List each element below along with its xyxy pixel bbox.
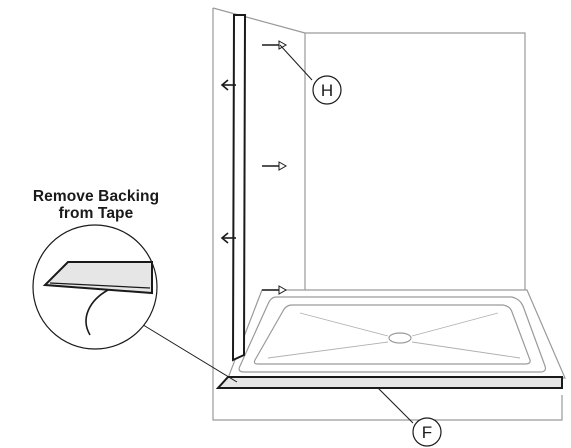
leader-line-callout — [134, 319, 238, 383]
back-wall — [304, 32, 526, 290]
arrow-left-icon — [220, 79, 236, 91]
caption-line-2: from Tape — [58, 205, 134, 222]
callout-caption: Remove Backing from Tape — [2, 188, 190, 222]
shower-base — [227, 289, 566, 379]
vertical-tape-strip — [231, 14, 247, 362]
tape-piece — [42, 261, 153, 295]
tape-backing-peel — [85, 289, 109, 336]
leader-line-f — [377, 387, 414, 424]
screw-icon — [262, 161, 288, 171]
callout-f: F — [412, 417, 442, 447]
arrow-left-icon — [220, 232, 236, 244]
screw-icon — [262, 285, 288, 295]
label-f: F — [422, 423, 432, 442]
callout-h: H — [312, 75, 342, 105]
label-h: H — [321, 81, 333, 100]
left-wall — [212, 7, 563, 421]
leader-line-h — [279, 44, 313, 81]
drain-icon — [388, 332, 412, 344]
horizontal-tape-strip — [215, 376, 563, 389]
caption-line-1: Remove Backing — [32, 188, 160, 205]
detail-magnifier — [32, 224, 158, 350]
